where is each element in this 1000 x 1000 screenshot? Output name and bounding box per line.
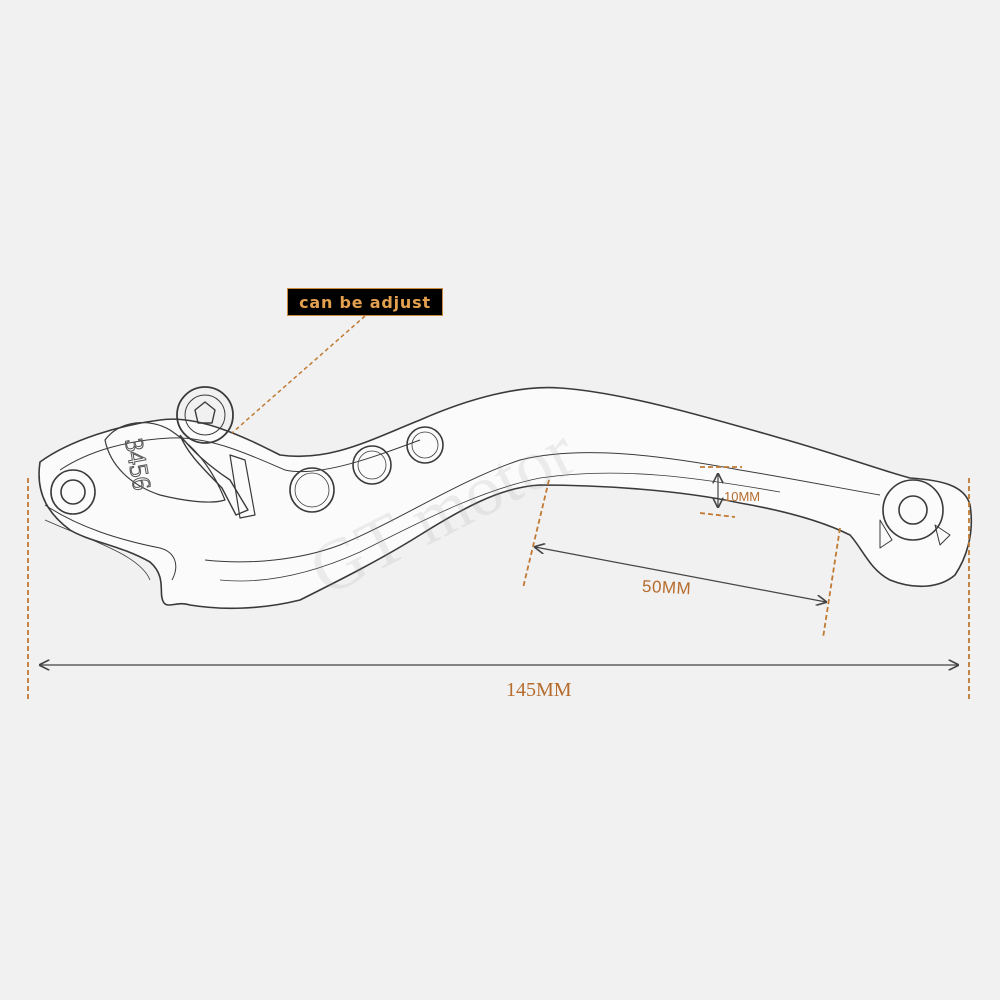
adjust-callout-label: can be adjust <box>287 288 443 316</box>
callout-leader-line <box>231 315 366 434</box>
dimension-label-50mm: 50MM <box>641 576 692 599</box>
dimension-label-10mm: 10MM <box>724 489 761 504</box>
dimension-label-145mm: 145MM <box>506 679 572 701</box>
dimension-arrow-50mm <box>535 547 826 602</box>
extension-lines <box>27 466 970 700</box>
brake-lever-outline <box>38 386 973 610</box>
